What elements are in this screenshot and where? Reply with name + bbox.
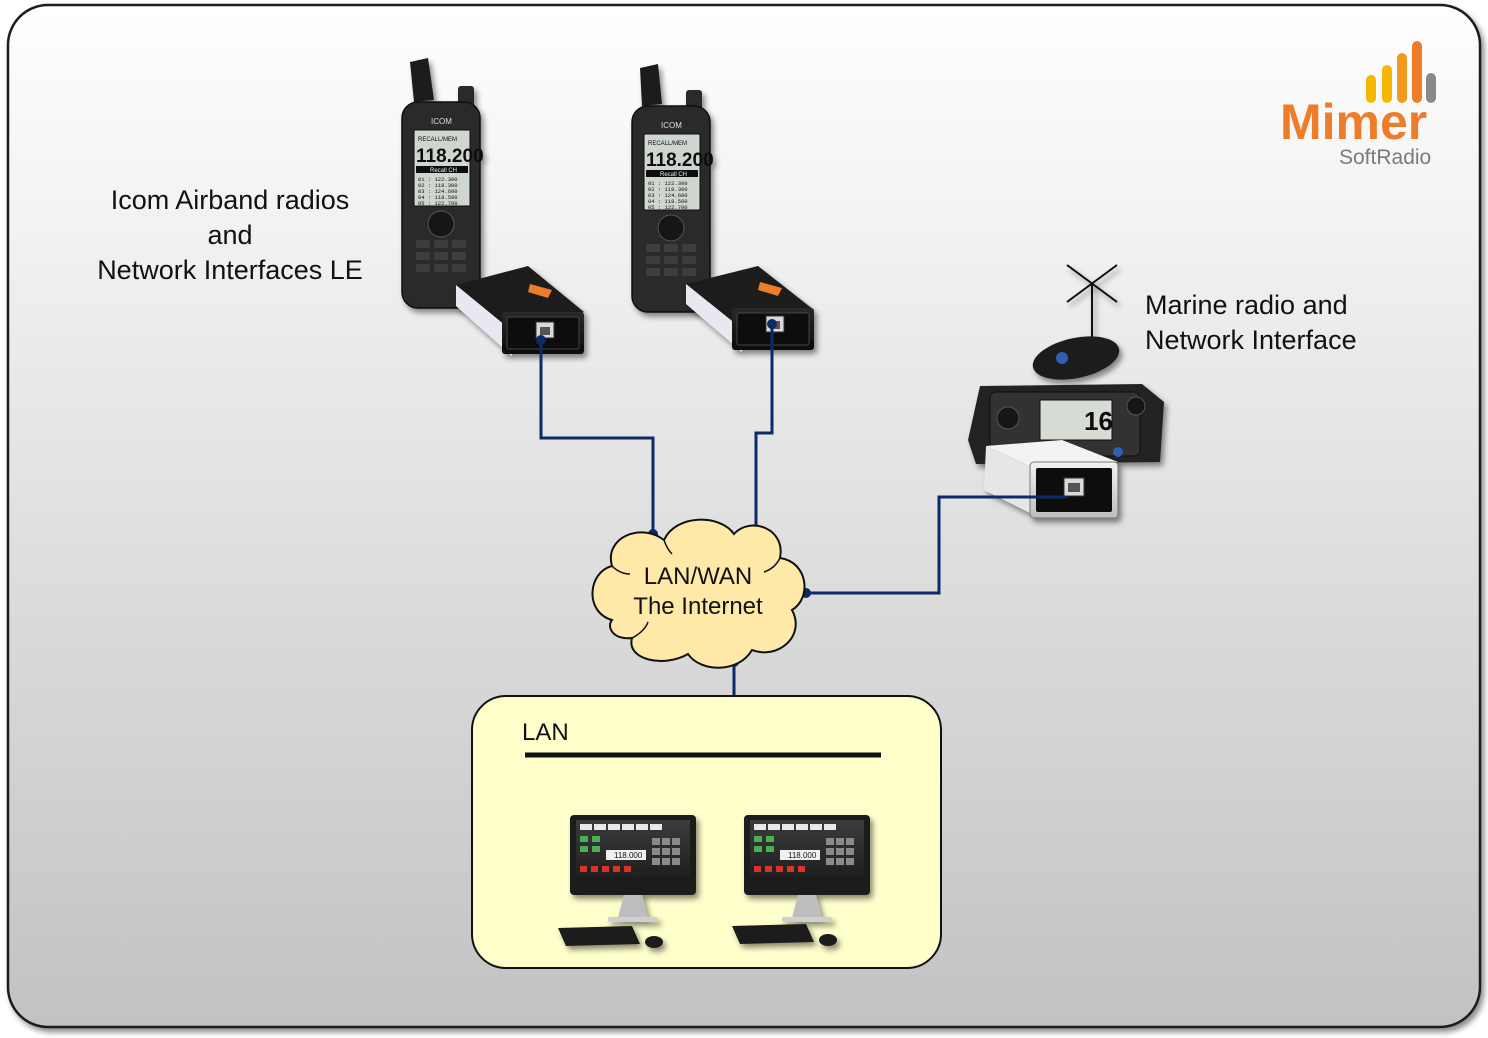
logo-tagline: SoftRadio [1339,146,1431,169]
airband-caption-line3: Network Interfaces LE [97,255,363,285]
workstation-2-frequency: 118.000 [788,851,817,860]
radio-1-display-header: RECALL/MEM [418,137,457,143]
radio-1-display-frequency: 118.200 [416,146,484,167]
svg-text:ICOM: ICOM [661,121,682,130]
internet-cloud [591,518,806,669]
mimer-logo: Mimer SoftRadio [1280,41,1436,169]
airband-radio-1: ICOM RECALL/MEM 118.200 Recall CH 01 : 1… [401,58,484,309]
workstation-1: 118.000 [558,815,696,948]
radio-2-channel: 04 : 118.500 [648,198,688,205]
cable-marine [806,495,1068,595]
antenna-icon [1066,264,1118,345]
mouse-icon [645,936,663,948]
radio-2-channel: 02 : 118.300 [648,186,688,193]
airband-caption-line1: Icom Airband radios [110,185,350,215]
network-interface-le-2 [686,266,814,352]
radio-1-channel: 03 : 124.600 [418,188,458,195]
network-interface-le-1 [456,266,584,356]
radio-2-channel: 03 : 124.600 [648,192,688,199]
airband-caption: Icom Airband radios and Network Interfac… [70,183,390,288]
radio-2-display-header: RECALL/MEM [648,141,687,147]
mouse-icon [819,934,837,946]
radio-1-channel: 04 : 118.500 [418,194,458,201]
lan-box [471,695,942,969]
cloud-label-line1: LAN/WAN [643,563,753,590]
cable-radio-1 [539,340,655,534]
radio-1-display-menu: Recall CH [430,168,457,174]
radio-2-channel: 05 : 122.700 [648,204,688,211]
marine-caption-line2: Network Interface [1145,325,1357,355]
marine-caption-line1: Marine radio and [1145,290,1348,320]
radio-1-channel: 05 : 122.700 [418,200,458,207]
cloud-label-line2: The Internet [633,593,763,620]
airband-caption-line2: and [207,220,253,250]
lan-label: LAN [522,719,569,746]
background-frame [6,3,1482,1029]
svg-text:ICOM: ICOM [431,117,452,126]
keyboard-icon [732,924,814,944]
radio-2-channel: 01 : 122.300 [648,180,688,187]
logo-name: Mimer [1280,94,1427,150]
radio-2-display-frequency: 118.200 [646,150,714,171]
radio-2-display-menu: Recall CH [660,172,687,178]
airband-radio-2: ICOM RECALL/MEM 118.200 Recall CH 01 : 1… [631,64,714,313]
marine-caption: Marine radio and Network Interface [1145,288,1357,358]
marine-display-channel: 16 [1084,406,1113,436]
cloud-label: LAN/WAN The Internet [608,562,788,622]
radio-1-channel: 01 : 122.300 [418,176,458,183]
cable-radio-2 [754,324,774,532]
keyboard-icon [558,926,640,946]
signal-bars-icon [1366,41,1436,103]
workstation-2: 118.000 [732,815,870,946]
radio-1-channel: 02 : 118.300 [418,182,458,189]
workstation-1-frequency: 118.000 [614,851,643,860]
